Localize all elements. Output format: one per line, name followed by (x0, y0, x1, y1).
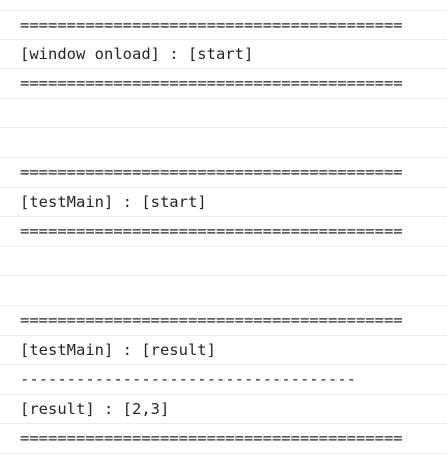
log-line: ========================================… (0, 306, 447, 336)
log-line: ========================================… (0, 69, 447, 99)
log-line: ========================================… (0, 217, 447, 247)
log-line: ------------------------------------ (0, 365, 447, 395)
log-line: ========================================… (0, 424, 447, 454)
log-line (0, 128, 447, 158)
log-line (0, 99, 447, 129)
log-line: ========================================… (0, 10, 447, 40)
log-line (0, 247, 447, 277)
log-line: [testMain] : [start] (0, 188, 447, 218)
log-line: [testMain] : [result] (0, 336, 447, 366)
log-line: [window onload] : [start] (0, 40, 447, 70)
log-line (0, 276, 447, 306)
log-line: [result] : [2,3] (0, 395, 447, 425)
console-output: ========================================… (0, 10, 447, 454)
log-line: ========================================… (0, 158, 447, 188)
